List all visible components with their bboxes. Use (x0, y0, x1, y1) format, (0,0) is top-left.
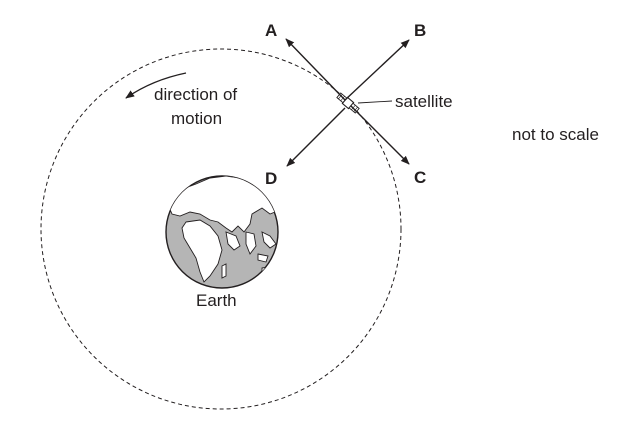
direction-of-motion-label-line2: motion (171, 109, 222, 128)
orbit-path (40, 48, 402, 410)
arrow-d-label: D (265, 169, 277, 188)
satellite-label-leader (357, 100, 393, 104)
earth-globe-icon (165, 175, 279, 289)
direction-of-motion-label-line1: direction of (154, 85, 237, 104)
arrow-b-label: B (414, 21, 426, 40)
arrow-d (286, 107, 346, 167)
earth-label: Earth (196, 291, 237, 310)
arrow-a (285, 38, 346, 101)
scale-note: not to scale (512, 125, 599, 144)
satellite-label: satellite (395, 92, 453, 111)
arrow-a-label: A (265, 21, 277, 40)
direction-of-motion-arrow (125, 72, 187, 99)
arrow-c-label: C (414, 168, 426, 187)
arrow-c (350, 105, 410, 165)
arrow-b (344, 39, 410, 101)
